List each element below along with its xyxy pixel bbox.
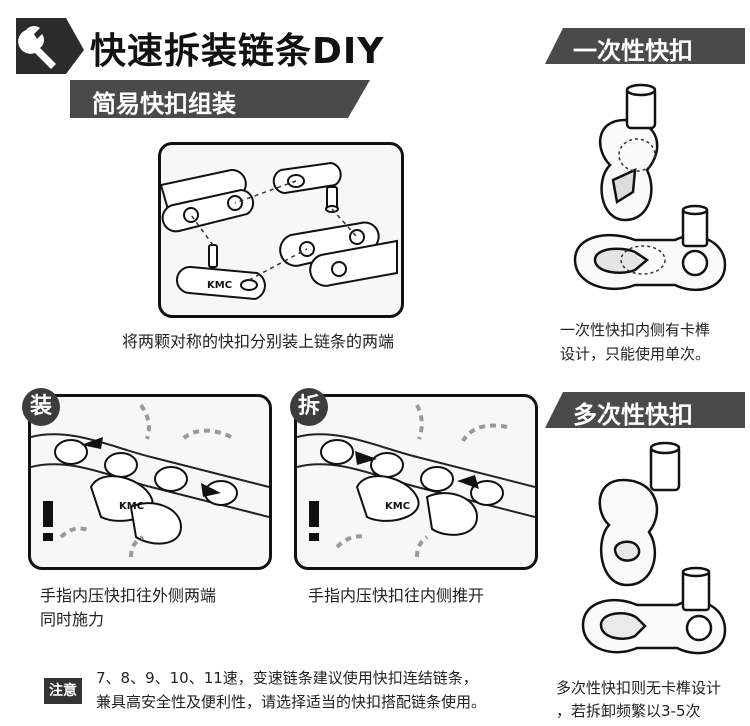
multi-time-title: 多次性快扣 xyxy=(573,401,693,429)
one-time-link-illustration xyxy=(573,83,727,292)
install-panel: KMC xyxy=(28,394,272,570)
note-tag: 注意 xyxy=(44,678,82,704)
install-plate-brand: KMC xyxy=(119,501,144,512)
note-line2: 兼具高安全性及便利性，请选择适当的快扣搭配链条使用。 xyxy=(96,693,487,711)
title-block xyxy=(10,14,440,74)
wrench-icon xyxy=(16,18,84,74)
multi-time-banner: 多次性快扣 xyxy=(545,392,745,429)
remove-plate-brand: KMC xyxy=(385,501,410,512)
subtitle-text: 简易快扣组装 xyxy=(92,90,236,118)
multi-time-caption-line2: ，若拆卸频繁以3-5次 xyxy=(556,702,701,720)
remove-panel: KMC xyxy=(294,394,538,570)
multi-time-link-illustration xyxy=(581,441,727,655)
install-illustration: KMC xyxy=(31,403,269,558)
assembly-diagram: KMC xyxy=(158,142,404,318)
assembly-caption: 将两颗对称的快扣分别装上链条的两端 xyxy=(122,332,395,351)
install-caption-line1: 手指内压快扣往外侧两端 xyxy=(40,586,217,605)
multi-time-caption-line1: 多次性快扣则无卡榫设计 xyxy=(556,679,722,697)
note-line1: 7、8、9、10、11速，变速链条建议使用快扣连结链条， xyxy=(96,669,478,687)
remove-badge: 拆 xyxy=(290,388,328,426)
page-title: 快速拆装链条DIY xyxy=(90,31,385,72)
plate-brand-label: KMC xyxy=(207,280,232,291)
subtitle-banner: 简易快扣组装 xyxy=(70,80,370,118)
one-time-banner: 一次性快扣 xyxy=(545,28,745,65)
install-badge: 装 xyxy=(22,388,60,426)
chain-assembly-illustration: KMC xyxy=(161,161,398,301)
remove-caption: 手指内压快扣往内侧推开 xyxy=(308,586,485,605)
remove-illustration: KMC xyxy=(297,404,535,558)
one-time-caption-line1: 一次性快扣内侧有卡榫 xyxy=(560,321,711,339)
install-caption-line2: 同时施力 xyxy=(40,610,105,629)
one-time-title: 一次性快扣 xyxy=(573,37,693,65)
one-time-caption-line2: 设计，只能使用单次。 xyxy=(560,345,711,363)
